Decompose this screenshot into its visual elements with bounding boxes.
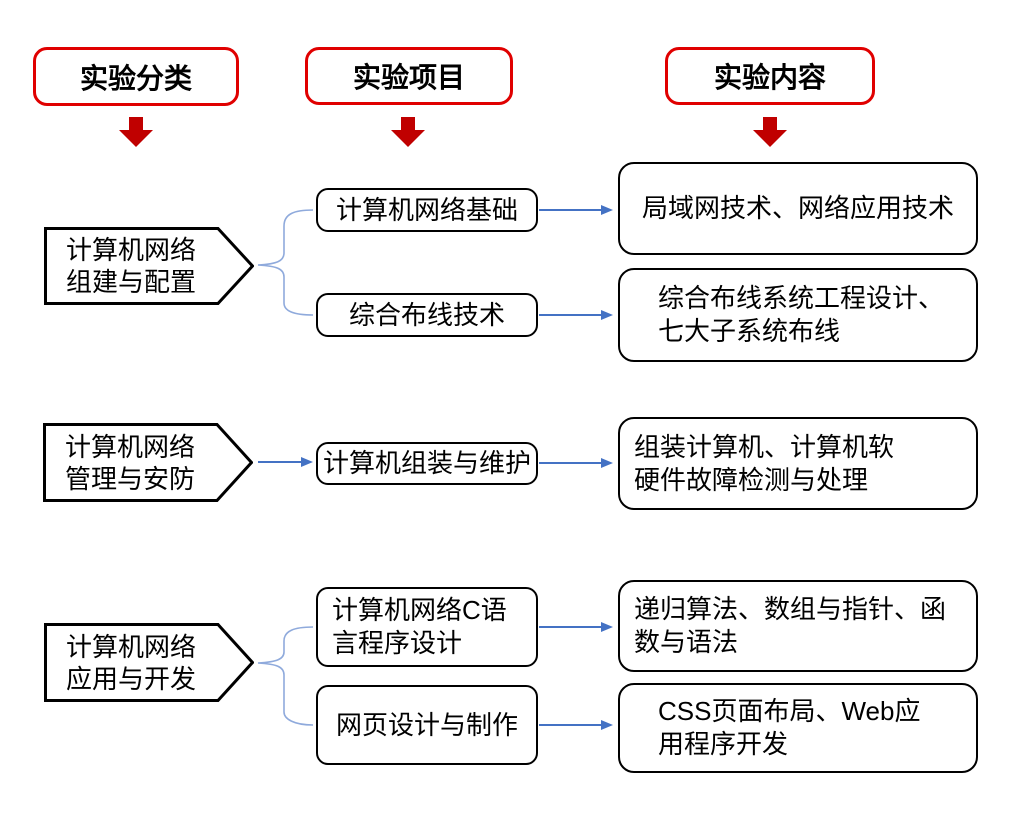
project-box: 计算机网络C语 言程序设计 [316, 587, 538, 667]
project-box: 计算机组装与维护 [316, 442, 538, 485]
project-box: 综合布线技术 [316, 293, 538, 337]
pentagon-shape [44, 227, 254, 305]
content-box: 综合布线系统工程设计、 七大子系统布线 [618, 268, 978, 362]
category-pentagon-network-setup: 计算机网络 组建与配置 [44, 227, 254, 305]
project-box: 计算机网络基础 [316, 188, 538, 232]
category-label: 计算机网络 组建与配置 [66, 235, 197, 297]
category-pentagon-network-management: 计算机网络 管理与安防 [43, 423, 253, 502]
content-box: 组装计算机、计算机软 硬件故障检测与处理 [618, 417, 978, 510]
brace-connector-row1 [257, 209, 314, 316]
category-pentagon-network-development: 计算机网络 应用与开发 [44, 623, 254, 702]
header-experiment-project: 实验项目 [305, 47, 513, 105]
pentagon-shape [44, 623, 254, 702]
pentagon-shape [43, 423, 253, 502]
content-box: 局域网技术、网络应用技术 [618, 162, 978, 255]
header-label: 实验内容 [713, 62, 826, 93]
header-label: 实验项目 [352, 62, 465, 93]
project-label: 计算机组装与维护 [322, 448, 531, 478]
red-down-arrow-icon-1 [119, 117, 153, 147]
header-experiment-content: 实验内容 [665, 47, 875, 105]
content-box: CSS页面布局、Web应 用程序开发 [618, 683, 978, 773]
category-label: 计算机网络 管理与安防 [65, 431, 196, 494]
project-label: 综合布线技术 [348, 299, 505, 330]
content-label: 递归算法、数组与指针、函 数与语法 [634, 594, 947, 657]
project-label: 计算机网络C语 言程序设计 [332, 595, 507, 658]
content-label: CSS页面布局、Web应 用程序开发 [658, 696, 921, 759]
brace-connector-row3 [257, 626, 314, 726]
content-label: 组装计算机、计算机软 硬件故障检测与处理 [634, 431, 895, 495]
content-label: 局域网技术、网络应用技术 [641, 193, 954, 223]
red-down-arrow-icon-2 [391, 117, 425, 147]
header-experiment-category: 实验分类 [33, 47, 239, 106]
category-label: 计算机网络 应用与开发 [66, 631, 197, 694]
content-box: 递归算法、数组与指针、函 数与语法 [618, 580, 978, 672]
header-label: 实验分类 [79, 62, 192, 94]
red-down-arrow-icon-3 [753, 117, 787, 147]
project-label: 网页设计与制作 [335, 709, 518, 740]
content-label: 综合布线系统工程设计、 七大子系统布线 [658, 283, 945, 346]
project-label: 计算机网络基础 [335, 194, 518, 225]
project-box: 网页设计与制作 [316, 685, 538, 765]
